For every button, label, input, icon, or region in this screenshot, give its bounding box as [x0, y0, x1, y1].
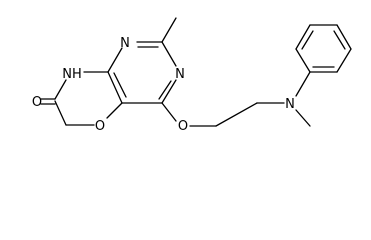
- bond-o-c4a: [106, 102, 123, 119]
- bond-n3-c4-inner: [158, 80, 172, 100]
- atom-labels: N N NH O O O N: [32, 36, 295, 134]
- bond-c2-methyl: [161, 17, 177, 43]
- bond-c4a-c8a-inner: [113, 72, 127, 98]
- bond-n-phenyl: [295, 71, 311, 97]
- atom-o-carbonyl: O: [32, 95, 42, 110]
- atom-n-right: N: [175, 67, 185, 82]
- bond-n-methyl: [295, 109, 311, 127]
- structure-svg: N N NH O O O N: [32, 17, 352, 134]
- bond-c2-n3: [161, 41, 177, 67]
- bond-nh-c7: [54, 79, 67, 100]
- bond-c4a-c8a: [107, 71, 123, 104]
- atom-nh: NH: [62, 67, 82, 82]
- molecule-structure: N N NH O O O N: [32, 17, 352, 134]
- bond-ph-2-inner: [301, 30, 314, 50]
- bond-c7-c6: [54, 100, 67, 126]
- atom-n-amine: N: [285, 97, 295, 112]
- bond-ph-2: [295, 24, 311, 50]
- bond-n3-c4: [161, 79, 177, 104]
- bond-ph-4: [336, 24, 352, 50]
- atom-n-top: N: [120, 36, 130, 51]
- bond-ph-5: [336, 48, 352, 73]
- atom-o-ring: O: [95, 119, 105, 134]
- bonds: [40, 17, 352, 127]
- bond-c8a-n1: [107, 47, 123, 73]
- bond-ph-1: [295, 48, 311, 73]
- atom-o-ether: O: [178, 119, 188, 134]
- bond-ph-4-inner: [333, 30, 346, 50]
- bond-ch2-ch2: [215, 102, 258, 127]
- bond-c4-o: [161, 102, 177, 122]
